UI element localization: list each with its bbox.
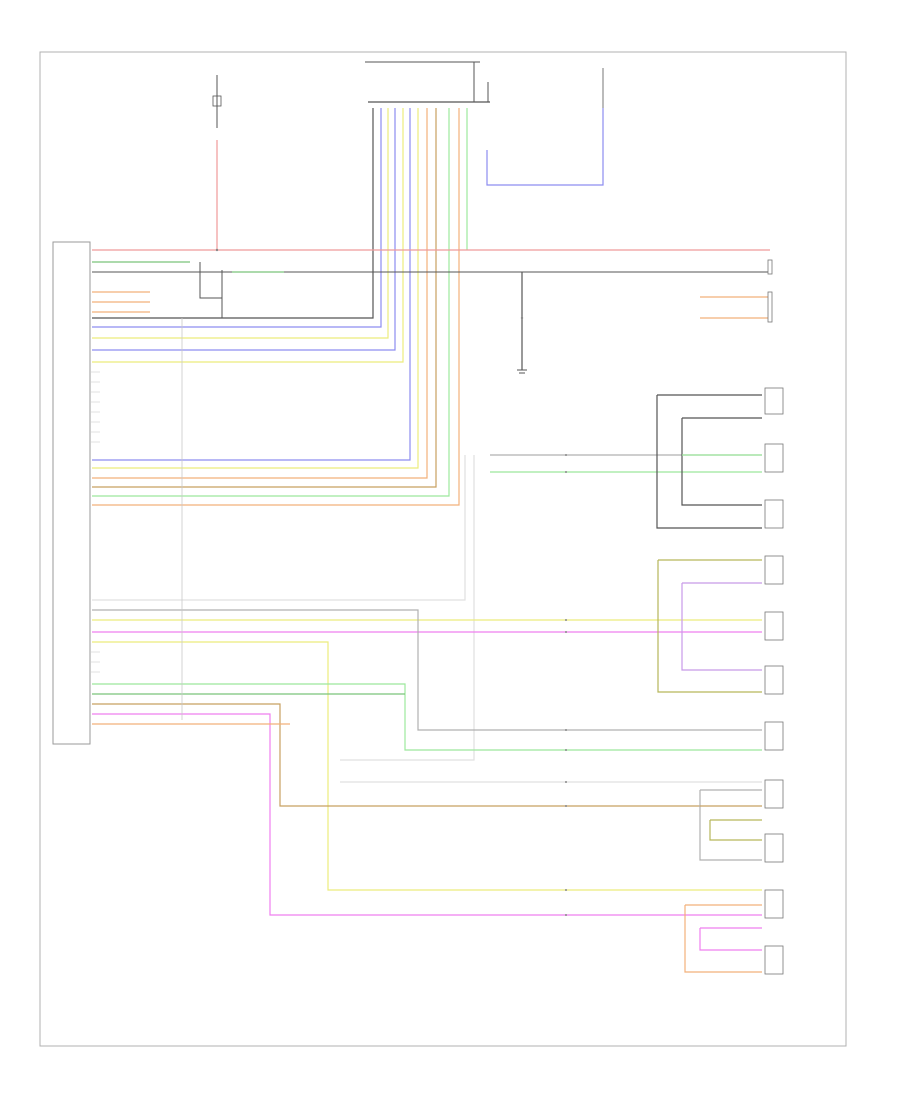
antenna-loop xyxy=(486,68,604,186)
harness-verticals xyxy=(92,108,468,506)
speaker-icon xyxy=(764,443,784,473)
speaker-icon xyxy=(764,611,784,641)
left-front-wiring xyxy=(340,394,762,761)
speaker-icon xyxy=(764,945,784,975)
top-connector xyxy=(365,61,490,103)
connector-icon xyxy=(767,259,773,275)
inline-connectors xyxy=(215,248,567,916)
module-pin-stubs xyxy=(90,371,100,673)
speaker-symbols xyxy=(764,259,784,975)
speaker-icon xyxy=(764,555,784,585)
speaker-icon xyxy=(764,665,784,695)
diagram-frame xyxy=(39,51,847,1047)
rear-wiring xyxy=(684,789,762,973)
connector-icon xyxy=(767,291,773,323)
speaker-icon xyxy=(764,889,784,919)
audio-module-box xyxy=(52,241,91,745)
speaker-icon xyxy=(764,387,784,415)
right-front-wiring xyxy=(92,455,762,693)
fuse-symbol xyxy=(212,75,222,250)
module-output-wires xyxy=(92,609,762,916)
speaker-icon xyxy=(764,779,784,809)
speaker-icon xyxy=(764,721,784,751)
speaker-icon xyxy=(764,499,784,529)
power-feed xyxy=(92,249,770,318)
ground-line xyxy=(517,272,770,374)
speaker-icon xyxy=(764,833,784,863)
